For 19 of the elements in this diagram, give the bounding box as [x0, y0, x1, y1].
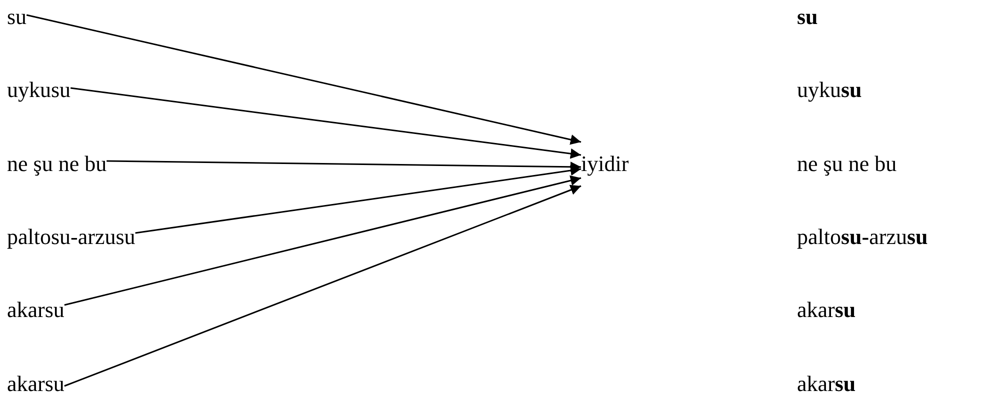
word: ne şu ne bu — [797, 153, 897, 175]
word: paltosu-arzusu — [7, 226, 136, 248]
arrow — [70, 87, 582, 159]
word: paltosu-arzusu — [797, 226, 928, 248]
word: uykusu — [797, 79, 862, 101]
word: iyidir — [581, 153, 629, 175]
word: akarsu — [7, 373, 64, 395]
arrow — [106, 160, 581, 172]
word: akarsu — [797, 373, 856, 395]
arrow — [26, 14, 582, 145]
word: akarsu — [797, 299, 856, 321]
word: su — [7, 6, 27, 28]
word: ne şu ne bu — [7, 153, 107, 175]
arrow — [135, 165, 582, 234]
arrow — [64, 175, 582, 306]
word: akarsu — [7, 299, 64, 321]
arrow — [64, 184, 582, 387]
word: su — [797, 6, 818, 28]
word: uykusu — [7, 79, 71, 101]
